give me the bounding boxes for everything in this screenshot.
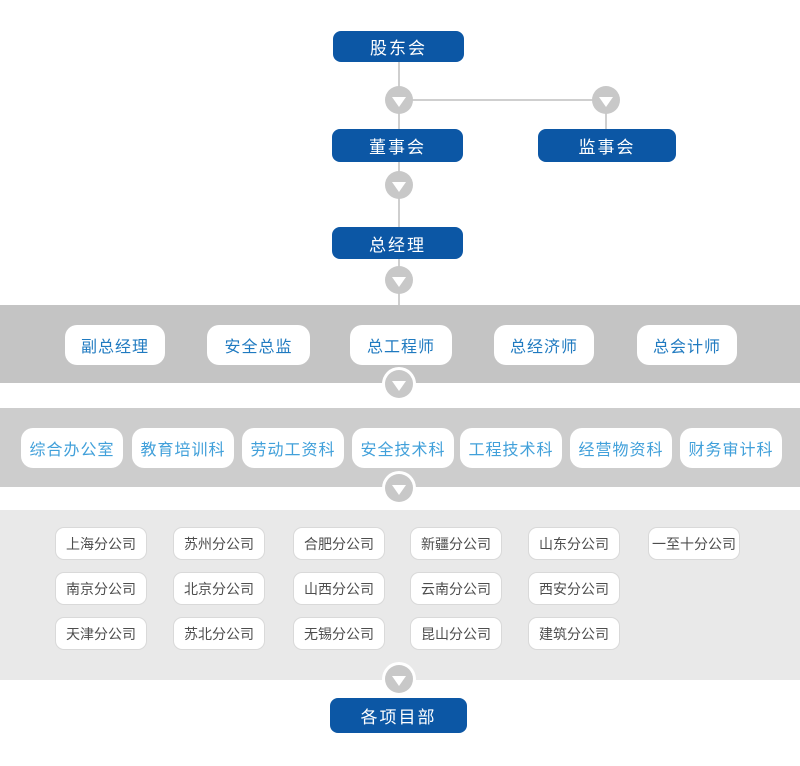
branch-company-node: 山西分公司 [293, 572, 385, 605]
branch-company-node: 西安分公司 [528, 572, 620, 605]
node-project-departments: 各项目部 [330, 698, 467, 733]
node-finance-audit-dept: 财务审计科 [680, 428, 782, 468]
connector-line [399, 99, 606, 101]
chevron-down-circle-icon [385, 86, 413, 114]
node-general-manager: 总经理 [332, 227, 463, 259]
branch-company-node: 苏北分公司 [173, 617, 265, 650]
node-operations-materials-dept: 经营物资科 [570, 428, 672, 468]
chevron-down-icon [599, 96, 613, 107]
node-supervisory-board: 监事会 [538, 129, 676, 162]
branch-company-node: 云南分公司 [410, 572, 502, 605]
branch-company-node: 新疆分公司 [410, 527, 502, 560]
branch-company-node: 合肥分公司 [293, 527, 385, 560]
node-chief-economist: 总经济师 [494, 325, 594, 365]
branch-company-node: 一至十分公司 [648, 527, 740, 560]
node-education-training-dept: 教育培训科 [132, 428, 234, 468]
branch-company-node: 北京分公司 [173, 572, 265, 605]
chevron-down-circle-icon [385, 665, 413, 693]
branch-company-node: 山东分公司 [528, 527, 620, 560]
node-board-of-directors: 董事会 [332, 129, 463, 162]
node-safety-director: 安全总监 [207, 325, 310, 365]
connector-line [605, 100, 607, 129]
node-chief-accountant: 总会计师 [637, 325, 737, 365]
branch-company-node: 天津分公司 [55, 617, 147, 650]
branch-company-node: 建筑分公司 [528, 617, 620, 650]
branch-company-node: 南京分公司 [55, 572, 147, 605]
chevron-down-icon [392, 96, 406, 107]
chevron-down-circle-icon [385, 474, 413, 502]
branch-company-node: 苏州分公司 [173, 527, 265, 560]
chevron-down-icon [392, 675, 406, 686]
node-shareholders-meeting: 股东会 [333, 31, 464, 62]
chevron-down-circle-icon [592, 86, 620, 114]
node-labor-wage-dept: 劳动工资科 [242, 428, 344, 468]
node-engineering-tech-dept: 工程技术科 [460, 428, 562, 468]
chevron-down-icon [392, 276, 406, 287]
chevron-down-icon [392, 484, 406, 495]
node-chief-engineer: 总工程师 [350, 325, 452, 365]
chevron-down-icon [392, 181, 406, 192]
branch-company-node: 昆山分公司 [410, 617, 502, 650]
chevron-down-icon [392, 380, 406, 391]
node-deputy-general-manager: 副总经理 [65, 325, 165, 365]
node-general-office: 综合办公室 [21, 428, 123, 468]
node-safety-technology-dept: 安全技术科 [352, 428, 454, 468]
branch-company-node: 上海分公司 [55, 527, 147, 560]
chevron-down-circle-icon [385, 266, 413, 294]
branch-company-node: 无锡分公司 [293, 617, 385, 650]
chevron-down-circle-icon [385, 370, 413, 398]
chevron-down-circle-icon [385, 171, 413, 199]
